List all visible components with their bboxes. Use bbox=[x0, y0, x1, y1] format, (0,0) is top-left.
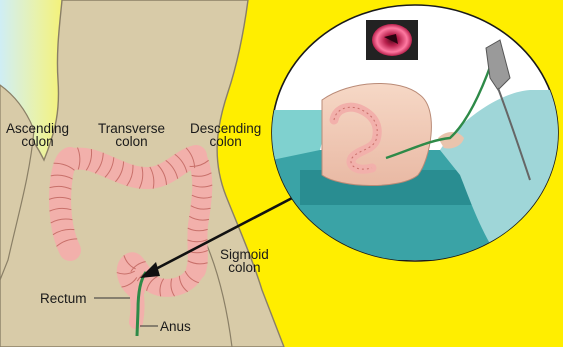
rectum-label: Rectum bbox=[40, 292, 87, 305]
transverse-colon-label: Transverse colon bbox=[98, 122, 165, 148]
ascending-colon-label: Ascending colon bbox=[6, 122, 69, 148]
sigmoid-colon-label: Sigmoid colon bbox=[220, 248, 269, 274]
ascending-colon bbox=[60, 158, 70, 250]
descending-label-line2: colon bbox=[190, 135, 261, 148]
sigmoid-label-line2: colon bbox=[220, 261, 269, 274]
ascending-label-line2: colon bbox=[6, 135, 69, 148]
transverse-label-line2: colon bbox=[98, 135, 165, 148]
descending-colon-label: Descending colon bbox=[190, 122, 261, 148]
anus-label: Anus bbox=[160, 320, 191, 333]
